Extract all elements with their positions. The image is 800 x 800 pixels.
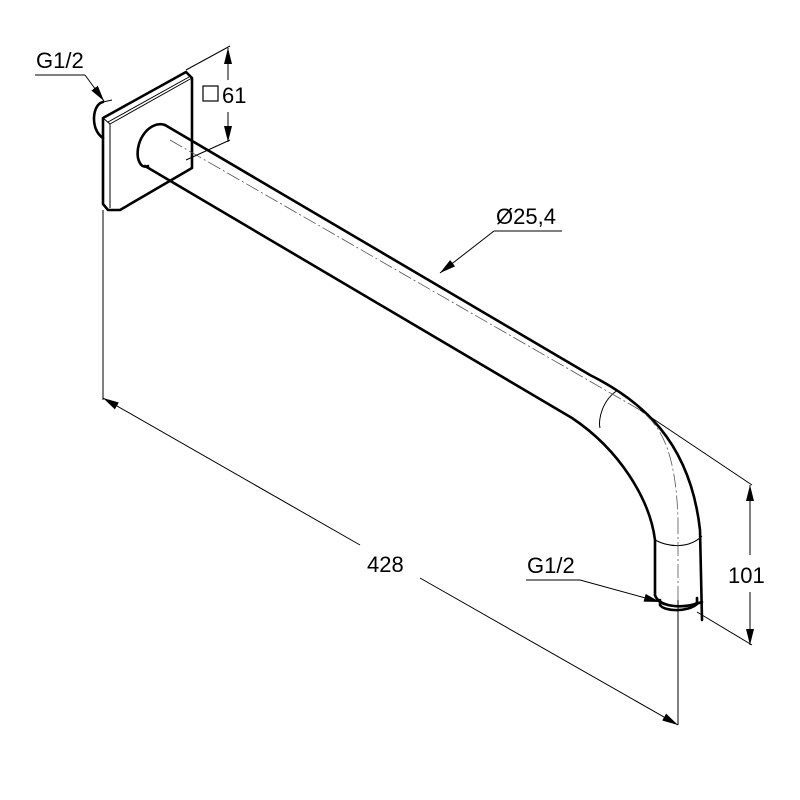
pipe-diameter-label: Ø25,4: [496, 204, 556, 229]
inlet-thread-nipple: [92, 99, 113, 140]
pipe-body: [136, 122, 704, 622]
outlet-thread: [658, 596, 699, 612]
dimension-length: [102, 397, 679, 726]
inlet-thread-label: G1/2: [36, 48, 84, 73]
outlet-thread-label: G1/2: [527, 553, 575, 578]
leader-inlet-thread: [35, 74, 105, 102]
leader-pipe-diameter: [439, 230, 562, 274]
leader-outlet-thread: [526, 579, 661, 603]
escutcheon-plate: [101, 70, 194, 212]
drop-height-label: 101: [728, 563, 765, 588]
extension-lines: [102, 45, 753, 725]
square-symbol-icon: [202, 85, 219, 102]
escutcheon-size-label: 61: [222, 83, 246, 108]
length-label: 428: [367, 552, 404, 577]
